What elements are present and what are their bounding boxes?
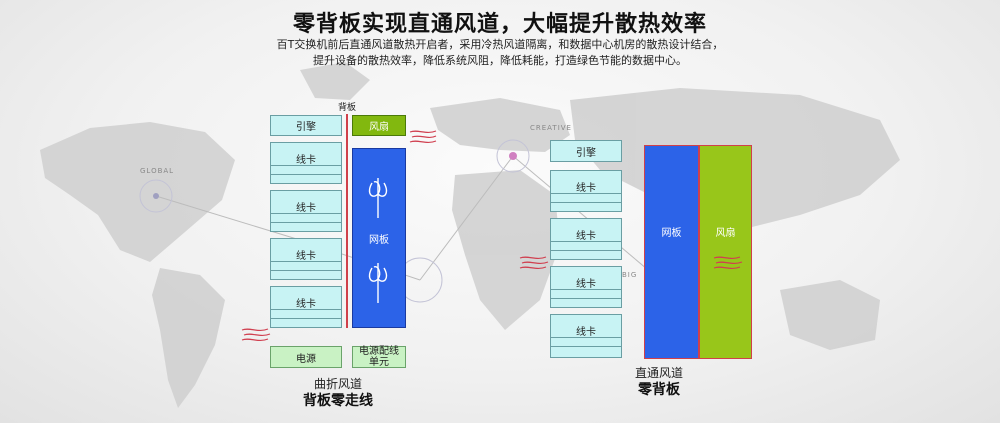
- right-caption-bold: 零背板: [638, 382, 680, 398]
- left-power-supply: 电源: [270, 346, 342, 368]
- left-power-label: 电源: [296, 353, 316, 365]
- right-card-label: 线卡: [576, 279, 596, 290]
- right-card-2: 线卡: [550, 218, 622, 260]
- left-card-3: 线卡: [270, 238, 342, 280]
- left-card-1: 线卡: [270, 142, 342, 184]
- right-card-3: 线卡: [550, 266, 622, 308]
- left-card-2: 线卡: [270, 190, 342, 232]
- left-caption-bold: 背板零走线: [303, 393, 373, 409]
- right-mesh-board: 网板: [644, 145, 699, 359]
- right-card-label: 线卡: [576, 327, 596, 338]
- map-label-global: GLOBAL: [140, 167, 175, 175]
- backplane-label: 背板: [338, 103, 357, 113]
- map-label-big: BIG: [622, 271, 638, 279]
- left-mesh-board: 网板: [352, 148, 406, 328]
- page-title: 零背板实现直通风道，大幅提升散热效率: [292, 12, 707, 37]
- right-fan: 风扇: [699, 145, 752, 359]
- right-card-1: 线卡: [550, 170, 622, 212]
- left-engine-label: 引擎: [296, 122, 316, 133]
- left-card-label: 线卡: [296, 299, 316, 310]
- page-subtitle: 百T交换机前后直通风道散热开启者，采用冷热风道隔离，和数据中心机房的散热设计结合…: [150, 37, 850, 69]
- airflow-out-icon: [713, 256, 743, 270]
- right-card-label: 线卡: [576, 231, 596, 242]
- right-engine: 引擎: [550, 140, 622, 162]
- subtitle-line-2: 提升设备的散热效率，降低系统风阻，降低耗能，打造绿色节能的数据中心。: [313, 54, 687, 67]
- right-mesh-label: 网板: [661, 228, 682, 239]
- left-mesh-label: 网板: [369, 234, 389, 246]
- left-fan: 风扇: [352, 115, 406, 136]
- right-caption: 直通风道: [634, 366, 683, 380]
- left-psu-wiring-unit: 电源配线 单元: [352, 346, 406, 368]
- airflow-swirl-icons: [368, 178, 388, 303]
- left-psu-label-line1: 电源配线: [359, 346, 399, 357]
- right-engine-label: 引擎: [576, 147, 596, 159]
- airflow-in-icon: [241, 328, 271, 342]
- right-card-label: 线卡: [576, 183, 596, 194]
- left-caption: 曲折风道: [313, 377, 362, 391]
- left-card-label: 线卡: [296, 203, 316, 214]
- map-label-creative: CREATIVE: [530, 124, 572, 132]
- left-fan-label: 风扇: [369, 122, 389, 133]
- left-card-label: 线卡: [296, 155, 316, 166]
- right-card-4: 线卡: [550, 314, 622, 358]
- left-card-4: 线卡: [270, 286, 342, 328]
- airflow-out-icon: [409, 130, 437, 144]
- right-fan-label: 风扇: [715, 228, 736, 239]
- subtitle-line-1: 百T交换机前后直通风道散热开启者，采用冷热风道隔离，和数据中心机房的散热设计结合…: [276, 38, 724, 51]
- left-card-label: 线卡: [296, 251, 316, 262]
- backplane-line: [346, 114, 348, 328]
- left-engine: 引擎: [270, 115, 342, 136]
- left-psu-label-line2: 单元: [369, 357, 389, 368]
- airflow-in-icon: [519, 256, 549, 270]
